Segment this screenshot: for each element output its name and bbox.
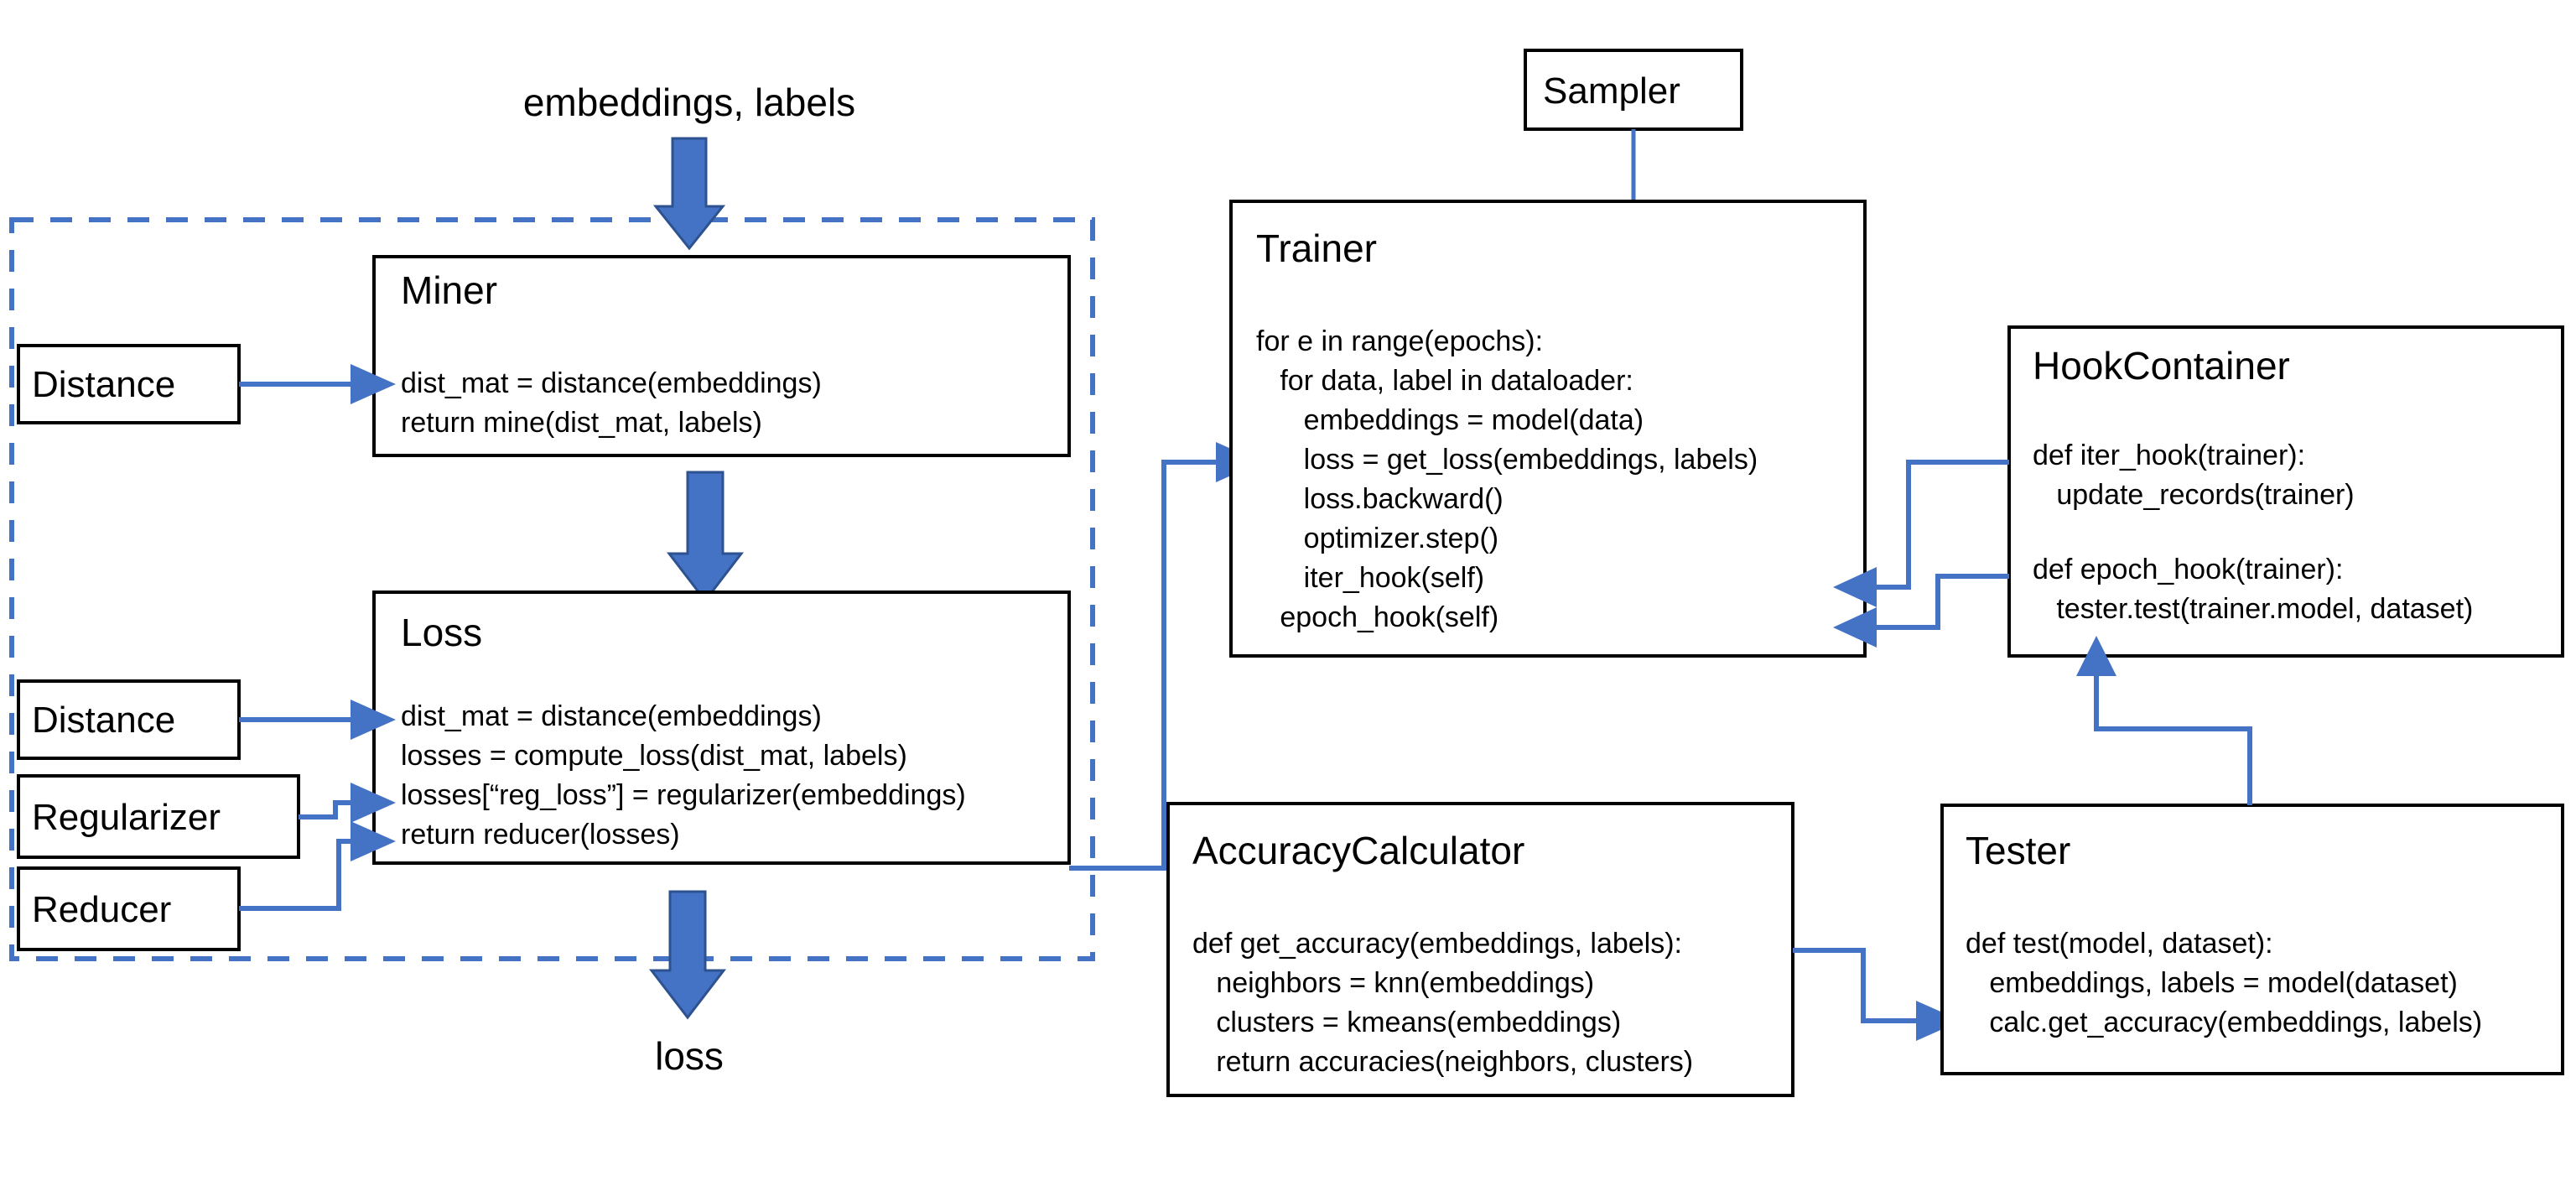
loss-box[interactable]: Loss dist_mat = distance(embeddings) los… <box>372 590 1071 865</box>
accuracy-calculator-code-line-2: clusters = kmeans(embeddings) <box>1192 1007 1621 1038</box>
hook-container-title: HookContainer <box>2033 344 2290 388</box>
tester-code-line-1: embeddings, labels = model(dataset) <box>1966 967 2458 999</box>
tester-to-hookcontainer-connector <box>2076 636 2252 805</box>
loss-title: Loss <box>401 611 482 654</box>
hookcontainer-iterhook-to-trainer-connector <box>1833 460 2009 607</box>
sampler-title: Sampler <box>1543 70 1680 112</box>
tester-code-line-2: calc.get_accuracy(embeddings, labels) <box>1966 1007 2482 1038</box>
miner-box[interactable]: Miner dist_mat = distance(embeddings) re… <box>372 255 1071 457</box>
regularizer-title: Regularizer <box>32 797 221 838</box>
hook-container-code-line-0: def iter_hook(trainer): <box>2033 440 2305 471</box>
accuracycalculator-to-tester-connector <box>1793 948 1961 1041</box>
loss-group-to-trainer-connector <box>1069 442 1261 871</box>
sampler-box[interactable]: Sampler <box>1524 49 1743 131</box>
trainer-code-line-0: for e in range(epochs): <box>1256 325 1543 357</box>
distance-miner-box[interactable]: Distance <box>17 344 241 424</box>
accuracy-calculator-code-line-1: neighbors = knn(embeddings) <box>1192 967 1594 999</box>
input-label: embeddings, labels <box>523 81 855 124</box>
regularizer-box[interactable]: Regularizer <box>17 774 300 859</box>
regularizer-to-loss-connector <box>299 783 396 823</box>
loss-function-group-outline <box>9 217 1095 961</box>
distance-miner-title: Distance <box>32 364 175 405</box>
output-label: loss <box>655 1034 724 1078</box>
hookcontainer-epochhook-to-trainer-connector <box>1833 574 2009 648</box>
miner-title: Miner <box>401 268 497 312</box>
accuracy-calculator-title: AccuracyCalculator <box>1192 829 1524 872</box>
loss-code-line-0: dist_mat = distance(embeddings) <box>401 700 822 732</box>
reducer-title: Reducer <box>32 889 171 930</box>
trainer-code-line-1: for data, label in dataloader: <box>1256 365 1633 397</box>
distance-loss-box[interactable]: Distance <box>17 679 241 760</box>
miner-code-line-0: dist_mat = distance(embeddings) <box>401 367 822 399</box>
accuracy-calculator-box[interactable]: AccuracyCalculator def get_accuracy(embe… <box>1166 802 1794 1097</box>
miner-code-line-1: return mine(dist_mat, labels) <box>401 407 762 439</box>
trainer-code-line-2: embeddings = model(data) <box>1256 404 1644 436</box>
trainer-box[interactable]: Trainer for e in range(epochs): for data… <box>1229 200 1867 658</box>
hook-container-code-line-4: tester.test(trainer.model, dataset) <box>2033 593 2473 625</box>
reducer-to-loss-connector <box>239 821 396 911</box>
accuracy-calculator-code-line-3: return accuracies(neighbors, clusters) <box>1192 1046 1693 1078</box>
trainer-code-line-5: optimizer.step() <box>1256 523 1498 554</box>
loss-code-line-3: return reducer(losses) <box>401 819 680 851</box>
tester-title: Tester <box>1966 829 2070 872</box>
reducer-box[interactable]: Reducer <box>17 866 241 951</box>
trainer-title: Trainer <box>1256 226 1377 270</box>
distance-loss-title: Distance <box>32 700 175 741</box>
accuracy-calculator-code-line-0: def get_accuracy(embeddings, labels): <box>1192 928 1682 960</box>
hook-container-code-line-3: def epoch_hook(trainer): <box>2033 554 2343 585</box>
hook-container-box[interactable]: HookContainer def iter_hook(trainer): up… <box>2007 325 2564 658</box>
input-to-miner-arrow <box>652 137 726 251</box>
tester-box[interactable]: Tester def test(model, dataset): embeddi… <box>1940 804 2564 1075</box>
loss-code-line-1: losses = compute_loss(dist_mat, labels) <box>401 740 907 772</box>
trainer-code-line-3: loss = get_loss(embeddings, labels) <box>1256 444 1758 476</box>
loss-code-line-2: losses[“reg_loss”] = regularizer(embeddi… <box>401 779 966 811</box>
loss-to-output-arrow <box>648 890 727 1020</box>
hook-container-code-line-1: update_records(trainer) <box>2033 479 2355 511</box>
trainer-code-line-6: iter_hook(self) <box>1256 562 1484 594</box>
trainer-code-line-4: loss.backward() <box>1256 483 1504 515</box>
miner-to-loss-arrow <box>666 471 745 603</box>
tester-code-line-0: def test(model, dataset): <box>1966 928 2273 960</box>
trainer-code-line-7: epoch_hook(self) <box>1256 601 1498 633</box>
